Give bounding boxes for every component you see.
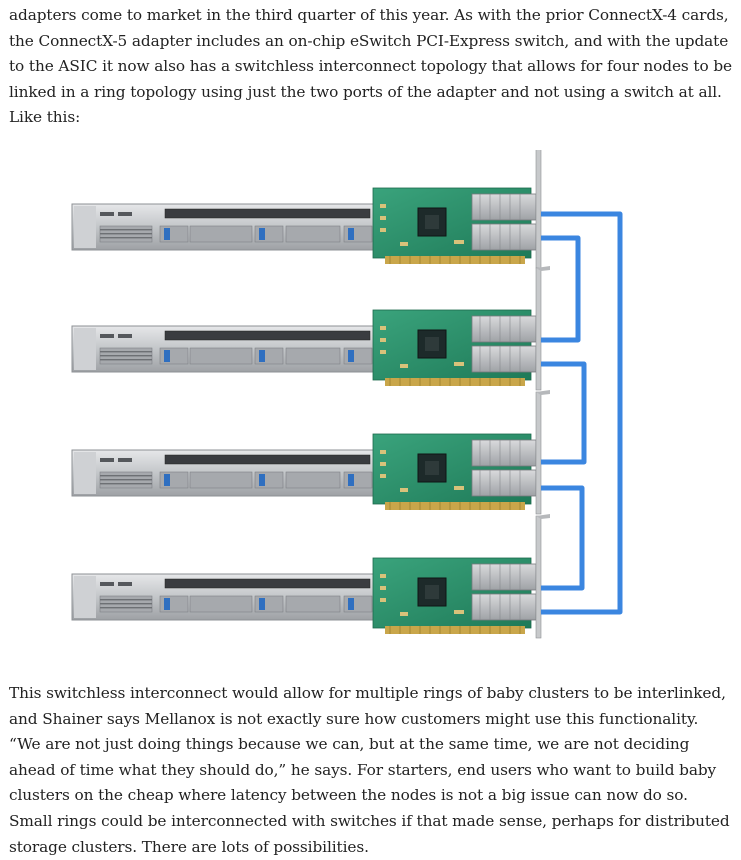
ring-cables — [541, 211, 623, 615]
paragraph-before-figure: adapters come to market in the third qua… — [9, 6, 732, 127]
server-node-1 — [71, 150, 551, 269]
server-node-4 — [71, 513, 551, 639]
paragraph-after-figure: This switchless interconnect would allow… — [9, 684, 730, 856]
server-node-2 — [71, 265, 551, 391]
ring-topology-figure — [60, 150, 660, 662]
server-node-3 — [71, 389, 551, 515]
